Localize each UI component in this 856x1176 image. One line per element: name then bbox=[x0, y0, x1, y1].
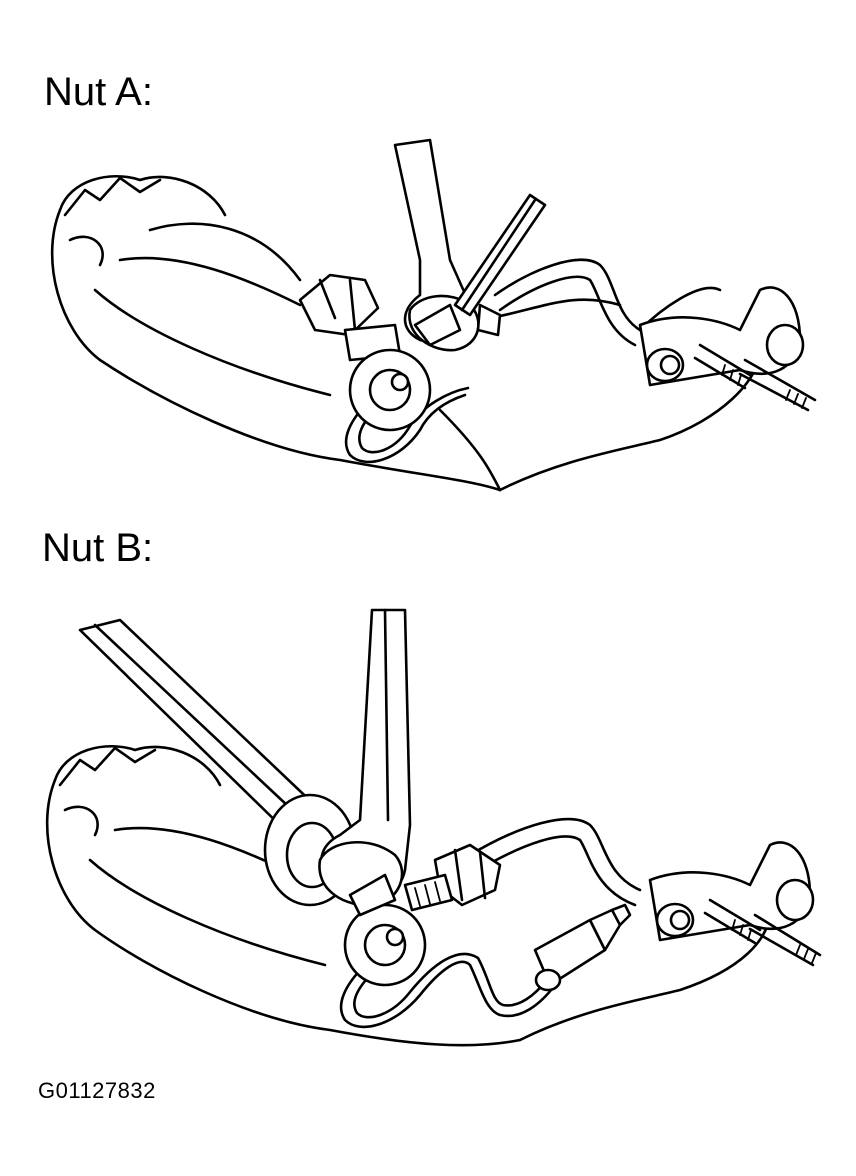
flare-nut-a bbox=[300, 275, 400, 360]
pipe-union bbox=[350, 350, 430, 430]
panel-b-title: Nut B: bbox=[42, 526, 154, 570]
panel-b-diagram bbox=[0, 610, 856, 1060]
exhaust-manifold bbox=[47, 746, 770, 1045]
brake-hose-fitting bbox=[535, 905, 630, 990]
wrench bbox=[319, 610, 410, 915]
pipe-union bbox=[345, 905, 425, 985]
bracket-bolts bbox=[640, 287, 815, 410]
brake-pipe bbox=[341, 819, 640, 1027]
panel-a-diagram bbox=[0, 130, 856, 510]
wrench bbox=[395, 140, 500, 350]
screwdriver bbox=[455, 195, 545, 315]
long-wrench bbox=[80, 620, 355, 905]
bracket-bolts bbox=[650, 842, 820, 965]
flare-nut-b bbox=[405, 845, 500, 910]
panel-a-title: Nut A: bbox=[44, 70, 153, 114]
figure-code: G01127832 bbox=[38, 1078, 156, 1103]
